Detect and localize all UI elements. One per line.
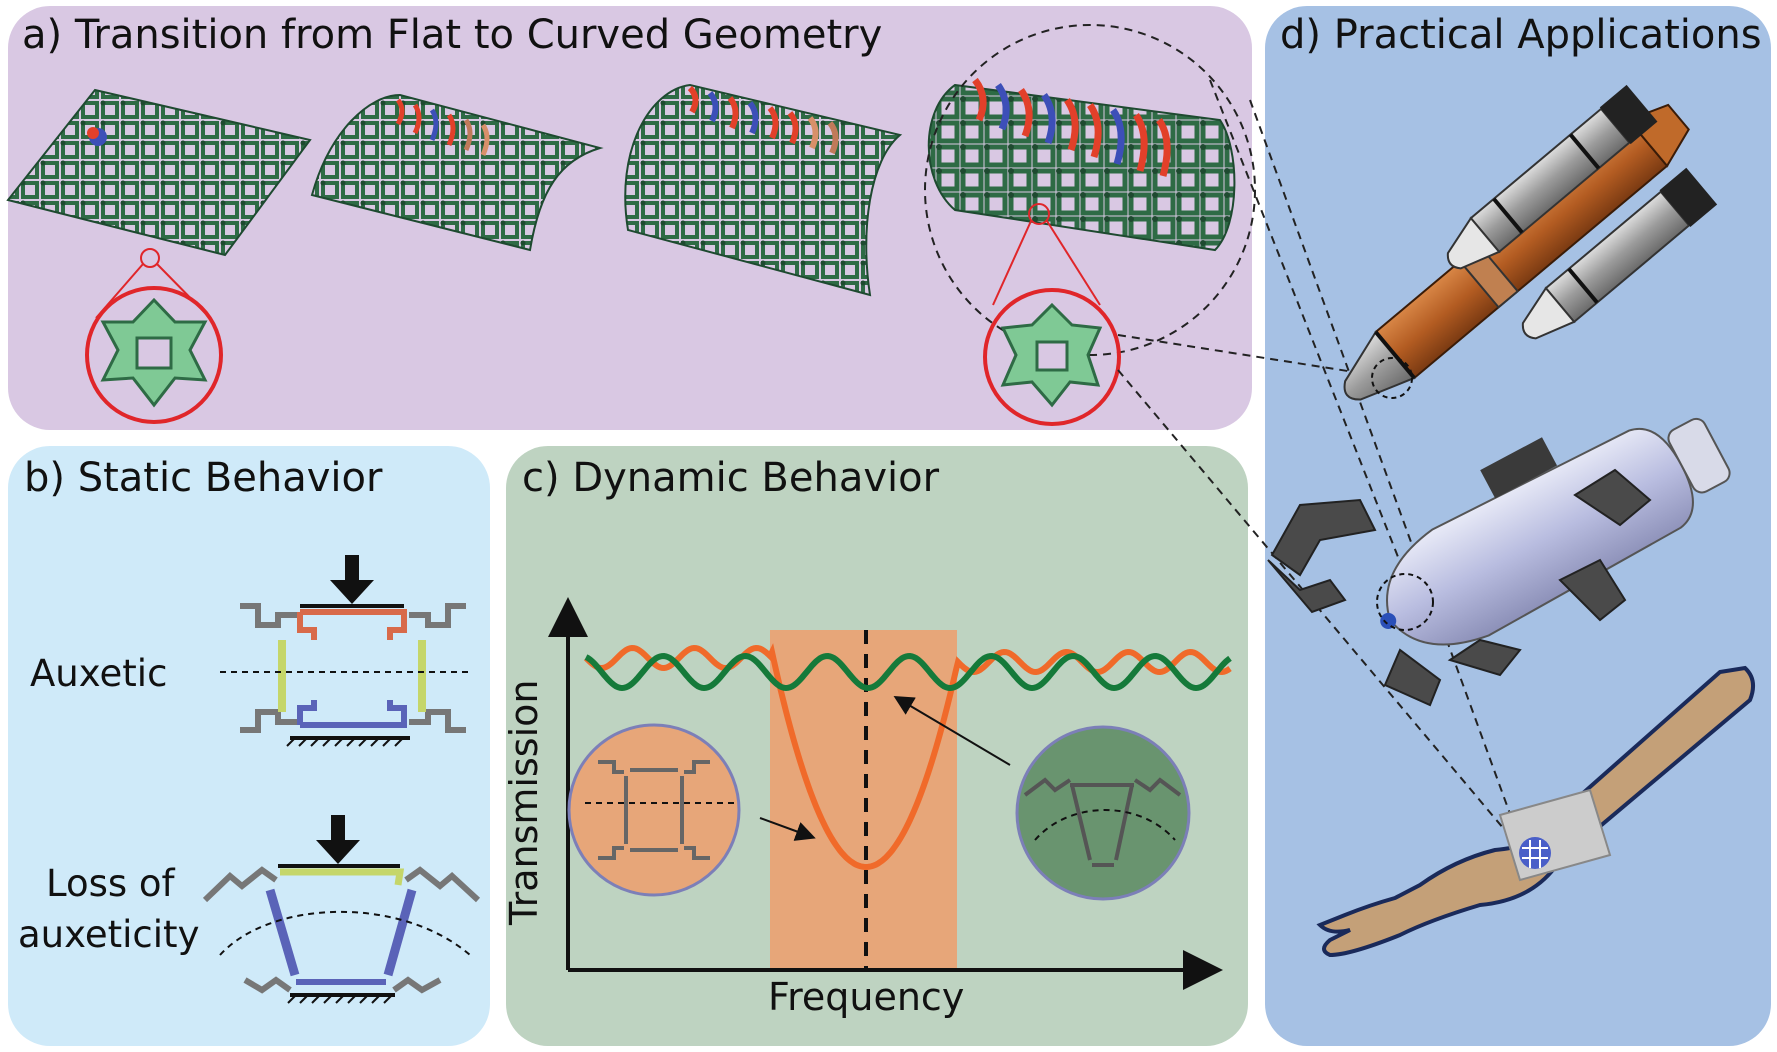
magnifier-right xyxy=(983,203,1121,426)
auxetic-cell xyxy=(220,555,470,747)
panel-b xyxy=(8,446,490,1046)
curved-lattice-1 xyxy=(310,93,604,252)
panel-c-title: c) Dynamic Behavior xyxy=(522,455,940,501)
loss-of-label: Loss of xyxy=(46,862,175,905)
robot-icon xyxy=(1267,417,1731,707)
green-curve xyxy=(584,652,1232,692)
rocket-icon xyxy=(1343,84,1718,401)
curved-lattice-2 xyxy=(624,83,903,297)
panel-a-title: a) Transition from Flat to Curved Geomet… xyxy=(22,12,883,58)
auxetic-label: Auxetic xyxy=(30,652,168,695)
auxeticity-label: auxeticity xyxy=(18,913,200,956)
green-inset xyxy=(1015,725,1191,901)
panel-b-title: b) Static Behavior xyxy=(24,455,383,501)
non-auxetic-cell xyxy=(202,815,481,1004)
arm-icon xyxy=(1316,665,1756,958)
ground-hatch-icon xyxy=(287,994,393,1004)
orange-inset xyxy=(567,723,741,897)
ground-hatch-icon xyxy=(286,737,404,747)
cylinder-lattice xyxy=(924,24,1256,356)
orange-curve xyxy=(583,643,1232,871)
down-arrow-icon xyxy=(316,840,360,864)
magnifier-left xyxy=(85,248,223,424)
transmission-plot xyxy=(548,597,1232,990)
down-arrow-icon xyxy=(330,580,374,604)
x-axis-label: Frequency xyxy=(768,975,965,1019)
panel-d-title: d) Practical Applications xyxy=(1280,12,1762,58)
flat-lattice xyxy=(6,88,312,257)
